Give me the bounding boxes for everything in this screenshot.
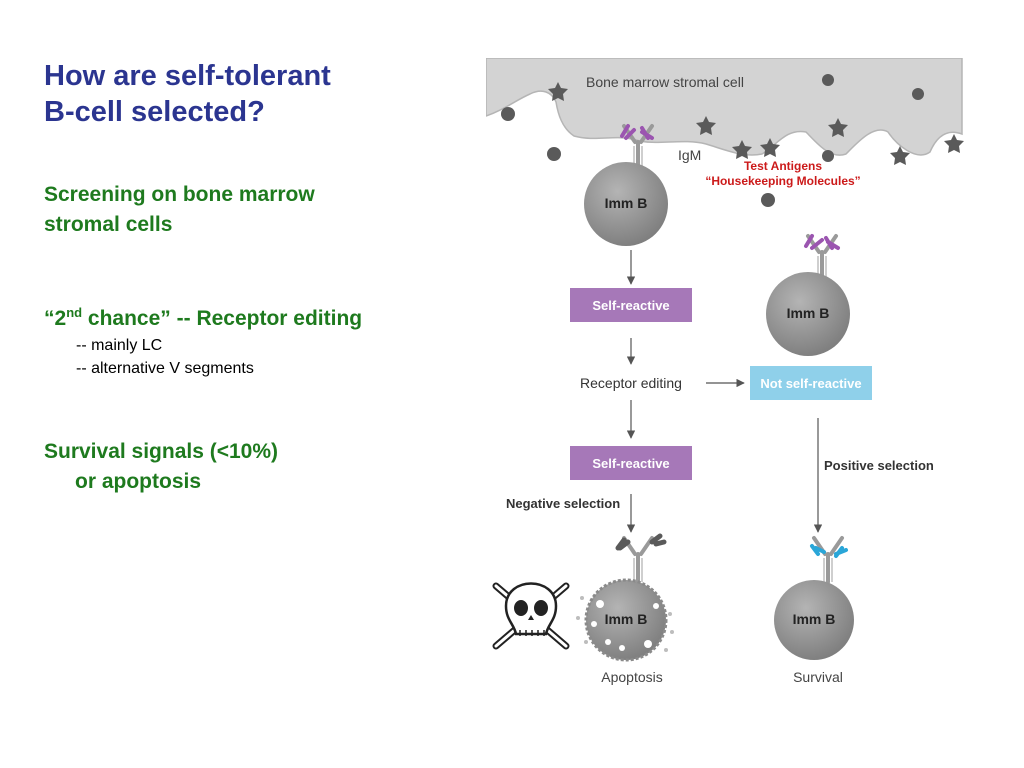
not-self-reactive-box	[750, 366, 872, 400]
igm-label: IgM	[678, 147, 701, 163]
survival-line-2: or apoptosis	[75, 470, 202, 493]
positive-selection-label: Positive selection	[824, 458, 934, 473]
not-self-reactive-label: Not self-reactive	[760, 376, 861, 391]
survival-heading: Survival signals (<10%) or apoptosis	[44, 437, 278, 497]
second-chance-sup: nd	[66, 305, 83, 320]
negative-selection-label: Negative selection	[506, 496, 620, 511]
imm-b-cell-survival: Imm B	[774, 536, 854, 660]
bullet-alternative-v: -- alternative V segments	[76, 360, 254, 377]
screening-line-2: stromal cells	[44, 213, 173, 236]
free-antigens	[696, 116, 752, 159]
cell-label-right: Imm B	[787, 305, 830, 321]
slide-title: How are self-tolerant B-cell selected?	[44, 58, 464, 130]
self-reactive-label-2: Self-reactive	[592, 456, 669, 471]
screening-heading: Screening on bone marrow stromal cells	[44, 180, 315, 240]
cell-label-apoptotic: Imm B	[605, 611, 648, 627]
second-chance-rest: chance” -- Receptor editing	[82, 307, 363, 330]
test-antigens-line-1: Test Antigens	[744, 159, 822, 173]
title-line-2: B-cell selected?	[44, 96, 265, 128]
imm-b-cell-top: Imm B	[584, 124, 668, 246]
cell-label-survival: Imm B	[793, 611, 836, 627]
survival-line-1: Survival signals (<10%)	[44, 440, 279, 463]
imm-b-cell-apoptotic: Imm B	[576, 533, 674, 662]
title-line-1: How are self-tolerant	[44, 60, 331, 92]
bullet-mainly-lc: -- mainly LC	[76, 337, 163, 354]
stromal-cell-label: Bone marrow stromal cell	[586, 74, 744, 90]
self-reactive-label-1: Self-reactive	[592, 298, 669, 313]
surface-antigens	[501, 74, 964, 207]
test-antigens-line-2: “Housekeeping Molecules”	[705, 174, 860, 188]
screening-line-1: Screening on bone marrow	[44, 183, 315, 206]
apoptosis-label: Apoptosis	[601, 669, 662, 685]
receptor-editing-label: Receptor editing	[580, 375, 682, 391]
imm-b-cell-right: Imm B	[766, 234, 850, 356]
survival-label: Survival	[793, 669, 843, 685]
receptor-editing-heading: “2nd chance” -- Receptor editing	[44, 304, 362, 334]
second-chance-open: “2	[44, 307, 67, 330]
stromal-cell-shape	[486, 58, 963, 156]
skull-crossbones-icon	[492, 582, 570, 650]
cell-label-top: Imm B	[605, 195, 648, 211]
b-cell-selection-diagram: Bone marrow stromal cell IgM Test Antige…	[486, 58, 964, 685]
self-reactive-box-1	[570, 288, 692, 322]
self-reactive-box-2	[570, 446, 692, 480]
